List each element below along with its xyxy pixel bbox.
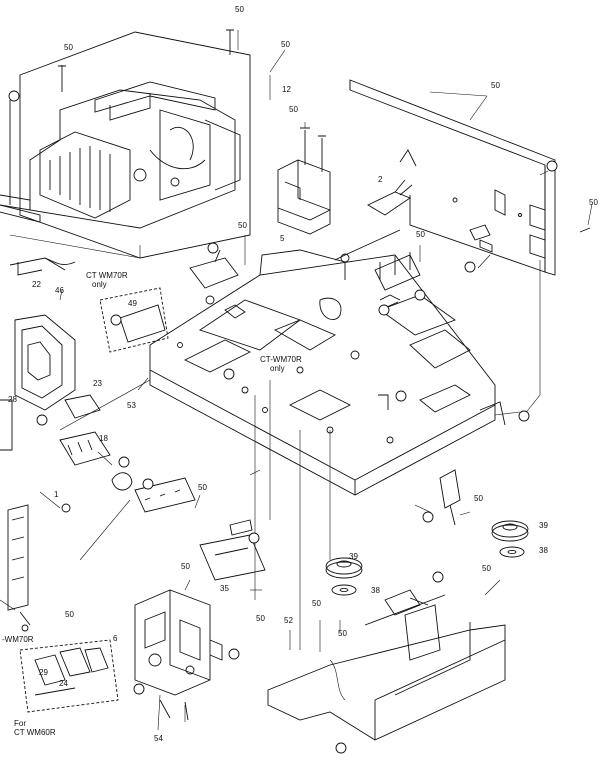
ref-circle (37, 415, 47, 425)
part-label: 22 (32, 280, 41, 289)
main-chassis (150, 250, 495, 495)
left-boards (0, 195, 100, 631)
part-label: 53 (127, 401, 136, 410)
ref-circle (519, 411, 529, 421)
part-label: 50 (198, 483, 207, 492)
ref-circle (433, 572, 443, 582)
part-label: 38 (539, 546, 548, 555)
model-note: CT WM70R only (86, 271, 128, 289)
model-note-line: CT-WM70R (260, 355, 302, 364)
part-label: 50 (65, 610, 74, 619)
part-label: 50 (64, 43, 73, 52)
ref-circle (134, 684, 144, 694)
part-label: 39 (539, 521, 548, 530)
part-label: 28 (8, 395, 17, 404)
ref-circle (547, 161, 557, 171)
part-label: 50 (482, 564, 491, 573)
ref-circle (229, 649, 239, 659)
part-label: 35 (220, 584, 229, 593)
model-note-line: For (14, 719, 26, 728)
deck-mechanism (135, 590, 222, 720)
bottom-cover (268, 595, 505, 740)
ref-circle (423, 512, 433, 522)
model-note: -WM70R (2, 635, 34, 644)
part-label: 23 (93, 379, 102, 388)
reel-tables (326, 521, 528, 595)
part-label: 46 (55, 286, 64, 295)
part-label: 50 (238, 221, 247, 230)
part-label: 50 (416, 230, 425, 239)
ref-circle (208, 243, 218, 253)
model-note-line: CT WM70R (86, 271, 128, 280)
ref-circle (396, 391, 406, 401)
model-note-line: only (270, 364, 285, 374)
ref-circle (465, 262, 475, 272)
ref-circle (415, 290, 425, 300)
part-label: 50 (256, 614, 265, 623)
circled-markers (9, 91, 557, 753)
part-label: 5 (280, 234, 285, 243)
mechanism-unit (0, 30, 250, 258)
part-label: 54 (154, 734, 163, 743)
part-label: 18 (99, 434, 108, 443)
chassis-brackets (378, 302, 505, 525)
ref-circle (379, 305, 389, 315)
model-note-line: -WM70R (2, 635, 34, 644)
ref-circle (336, 743, 346, 753)
ref-circle (119, 457, 129, 467)
part-label: 24 (59, 679, 68, 688)
part-label: 50 (338, 629, 347, 638)
part-label: 50 (289, 105, 298, 114)
ref-circle (143, 479, 153, 489)
option-box-parts (35, 648, 108, 695)
ref-circle (9, 91, 19, 101)
part-label: 50 (281, 40, 290, 49)
model-note-line: CT WM60R (14, 728, 56, 738)
ref-circle (249, 533, 259, 543)
part-label: 2 (378, 175, 383, 184)
part-label: 6 (113, 634, 118, 643)
part-label: 50 (181, 562, 190, 571)
ref-circle (224, 369, 234, 379)
part-label: 50 (312, 599, 321, 608)
part-label: 52 (284, 616, 293, 625)
transformer-and-cord (278, 128, 412, 262)
part-label: 29 (39, 668, 48, 677)
rear-panel (350, 80, 590, 275)
small-parts (60, 225, 490, 615)
option-box-outlines (20, 288, 168, 712)
ref-circle (111, 315, 121, 325)
model-note-line: only (92, 280, 107, 290)
part-label: 50 (589, 198, 598, 207)
model-note: For CT WM60R (14, 719, 56, 737)
part-label: 50 (235, 5, 244, 14)
part-label: 49 (128, 299, 137, 308)
part-label: 50 (491, 81, 500, 90)
model-note: CT-WM70R only (260, 355, 302, 373)
part-label: 12 (282, 85, 291, 94)
part-label: 1 (54, 490, 59, 499)
part-label: 39 (349, 552, 358, 561)
part-label: 50 (474, 494, 483, 503)
part-label: 38 (371, 586, 380, 595)
